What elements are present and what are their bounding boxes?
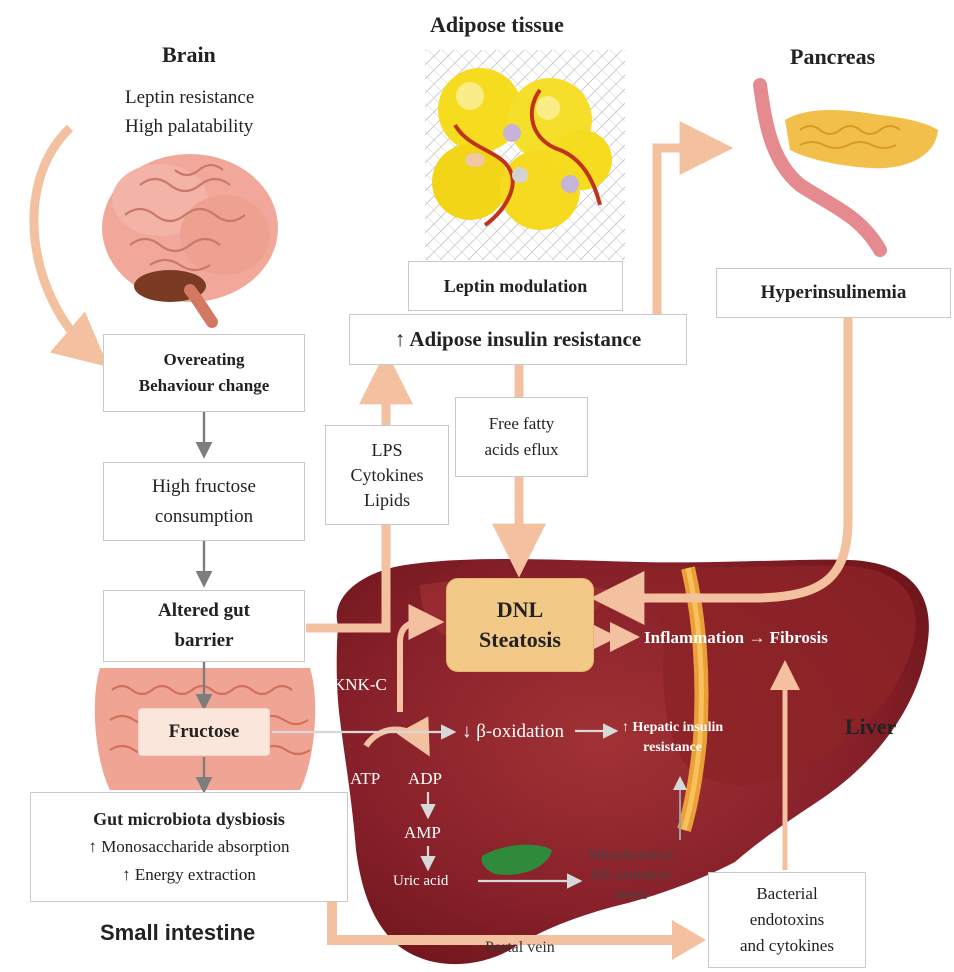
high-fructose-label: High fructose <box>152 472 256 502</box>
leptin-modulation-box: Leptin modulation <box>408 261 623 311</box>
brain-illustration <box>102 154 278 322</box>
overeating-label: Overeating <box>164 347 245 373</box>
liver-heading: Liver <box>845 716 896 738</box>
endotoxins-label: endotoxins <box>750 907 825 933</box>
lps-box: LPS Cytokines Lipids <box>325 425 449 525</box>
mitochondrial-stress-label: Mitochondrial ER oxidative stress <box>588 845 674 905</box>
barrier-label: barrier <box>174 626 233 656</box>
behaviour-change-label: Behaviour change <box>139 373 270 399</box>
fructose-label: Fructose <box>169 721 240 743</box>
dysbiosis-box: Gut microbiota dysbiosis ↑ Monosaccharid… <box>30 792 348 902</box>
high-fructose-box: High fructose consumption <box>103 462 305 541</box>
energy-extraction-label: ↑ Energy extraction <box>122 861 256 889</box>
acids-eflux-label: acids eflux <box>484 437 558 463</box>
brain-high-palatability: High palatability <box>125 117 253 136</box>
pancreas-illustration <box>760 85 938 250</box>
intestine-heading: Small intestine <box>100 922 255 944</box>
adipose-illustration <box>425 50 625 260</box>
dnl-label: DNL <box>497 595 543 625</box>
consumption-label: consumption <box>155 502 253 532</box>
adipose-insulin-resistance-label: ↑ Adipose insulin resistance <box>395 327 641 352</box>
atp-label: ATP <box>350 770 380 787</box>
and-cytokines-label: and cytokines <box>740 933 834 959</box>
arrow-brain-to-overeating <box>34 128 92 353</box>
beta-oxidation-label: ↓ β-oxidation <box>462 722 564 741</box>
dnl-steatosis-box: DNL Steatosis <box>446 578 594 672</box>
knk-c-label: KNK-C <box>333 676 387 693</box>
adp-label: ADP <box>408 770 442 787</box>
altered-gut-label: Altered gut <box>158 596 250 626</box>
leptin-modulation-label: Leptin modulation <box>444 276 588 297</box>
brain-heading: Brain <box>162 44 216 66</box>
altered-gut-barrier-box: Altered gut barrier <box>103 590 305 662</box>
hyperinsulinemia-box: Hyperinsulinemia <box>716 268 951 318</box>
hyperinsulinemia-label: Hyperinsulinemia <box>761 282 907 304</box>
mito-line-3: stress <box>588 885 674 905</box>
amp-label: AMP <box>404 824 441 841</box>
steatosis-label: Steatosis <box>479 625 561 655</box>
mito-line-1: Mitochondrial <box>588 845 674 865</box>
adipose-insulin-resistance-box: ↑ Adipose insulin resistance <box>349 314 687 365</box>
lipids-label: Lipids <box>364 488 410 513</box>
dysbiosis-title: Gut microbiota dysbiosis <box>93 805 285 833</box>
cytokines-label: Cytokines <box>350 463 423 488</box>
fructose-box: Fructose <box>138 708 270 756</box>
brain-leptin-resistance: Leptin resistance <box>125 88 254 107</box>
uric-acid-label: Uric acid <box>393 874 448 889</box>
hepatic-line-1: ↑ Hepatic insulin <box>622 718 723 738</box>
arrow-adipose-to-pancreas <box>657 148 712 314</box>
monosaccharide-absorption-label: ↑ Monosaccharide absorption <box>88 833 289 861</box>
adipose-heading: Adipose tissue <box>430 14 564 36</box>
pancreas-heading: Pancreas <box>790 46 875 68</box>
mito-line-2: ER oxidative <box>588 865 674 885</box>
bacterial-label: Bacterial <box>756 881 817 907</box>
hepatic-line-2: resistance <box>622 738 723 758</box>
hepatic-insulin-resistance-label: ↑ Hepatic insulin resistance <box>622 718 723 758</box>
bacterial-endotoxins-box: Bacterial endotoxins and cytokines <box>708 872 866 968</box>
free-fatty-label: Free fatty <box>489 411 555 437</box>
inflammation-fibrosis-label: Inflammation → Fibrosis <box>644 629 828 646</box>
portal-vein-label: Portal vein <box>485 940 555 956</box>
lps-label: LPS <box>371 438 402 463</box>
overeating-box: Overeating Behaviour change <box>103 334 305 412</box>
free-fatty-acids-box: Free fatty acids eflux <box>455 397 588 477</box>
